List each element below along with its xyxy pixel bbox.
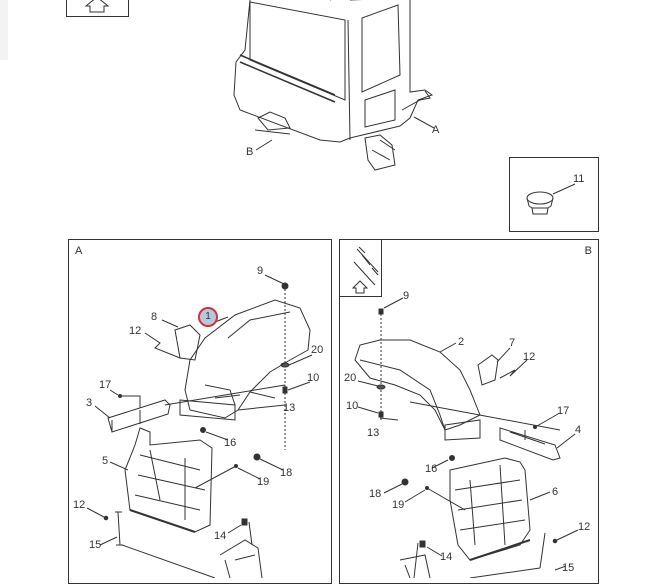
callout-3[interactable]: 3 [86, 397, 93, 409]
callout-6[interactable]: 6 [552, 486, 559, 498]
callout-20[interactable]: 20 [344, 372, 357, 384]
callout-18[interactable]: 18 [369, 488, 382, 500]
callout-9[interactable]: 9 [403, 290, 410, 302]
callout-15[interactable]: 15 [562, 562, 575, 574]
callout-12b[interactable]: 12 [578, 521, 591, 533]
callout-7[interactable]: 7 [509, 337, 516, 349]
left-edge-strip [0, 0, 8, 60]
leader-a [413, 116, 435, 129]
callout-10[interactable]: 10 [307, 372, 320, 384]
panel-b-title: B [584, 245, 592, 257]
callout-view-a[interactable]: A [432, 124, 440, 136]
callout-14[interactable]: 14 [440, 551, 453, 563]
orientation-inset [339, 239, 382, 297]
callout-20[interactable]: 20 [311, 344, 324, 356]
callout-16[interactable]: 16 [425, 463, 438, 475]
callout-2[interactable]: 2 [458, 336, 465, 348]
callout-9[interactable]: 9 [257, 265, 264, 277]
callout-12b[interactable]: 12 [73, 499, 86, 511]
plug-cap-drawing [526, 183, 576, 215]
detail-box-11: 11 [509, 157, 599, 232]
callout-19[interactable]: 19 [257, 476, 270, 488]
cab-drawing [233, 0, 434, 171]
callout-16[interactable]: 16 [224, 437, 237, 449]
callout-18[interactable]: 18 [280, 467, 293, 479]
leader-b [255, 139, 273, 151]
callout-13[interactable]: 13 [367, 427, 380, 439]
callout-12[interactable]: 12 [129, 325, 142, 337]
panel-b-drawing [351, 246, 579, 578]
callout-1-highlighted[interactable]: 1 [198, 307, 218, 327]
callout-13[interactable]: 13 [283, 402, 296, 414]
callout-view-b[interactable]: B [246, 146, 254, 158]
callout-17[interactable]: 17 [99, 379, 112, 391]
callout-4[interactable]: 4 [575, 424, 582, 436]
up-arrow-icon [84, 0, 110, 13]
panel-a-drawing [86, 274, 313, 578]
orientation-box [66, 0, 129, 17]
callout-12[interactable]: 12 [523, 351, 536, 363]
callout-5[interactable]: 5 [102, 455, 109, 467]
callout-8[interactable]: 8 [151, 311, 158, 323]
callout-14[interactable]: 14 [214, 530, 227, 542]
callout-17[interactable]: 17 [557, 405, 570, 417]
callout-11[interactable]: 11 [573, 173, 585, 185]
callout-19[interactable]: 19 [392, 499, 405, 511]
callout-15[interactable]: 15 [89, 539, 102, 551]
callout-10[interactable]: 10 [346, 400, 359, 412]
panel-a-title: A [75, 245, 83, 257]
